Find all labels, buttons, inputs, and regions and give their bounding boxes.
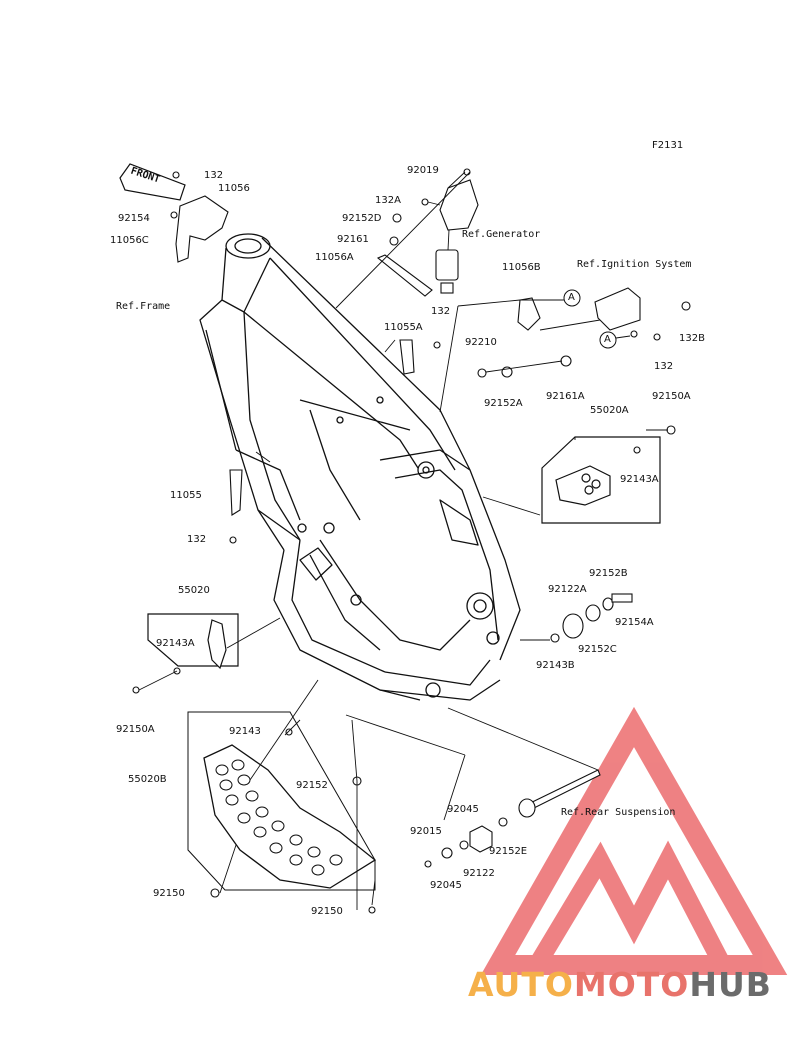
ref-generator-label: Ref.Generator <box>462 229 541 240</box>
part-label: 92143A <box>156 638 195 649</box>
part-label: 55020 <box>178 585 210 596</box>
watermark-part3: HUB <box>689 965 772 1004</box>
part-label: 92045 <box>430 880 462 891</box>
part-label: 92152A <box>484 398 523 409</box>
part-label: 92152B <box>589 568 628 579</box>
part-label: 92015 <box>410 826 442 837</box>
part-label: 92143B <box>536 660 575 671</box>
part-label: 11056B <box>502 262 541 273</box>
part-label: 132 <box>654 361 674 372</box>
page-code: F2131 <box>652 140 684 151</box>
callout-a <box>563 289 617 349</box>
part-label: 132 <box>204 170 224 181</box>
part-label: 92154A <box>615 617 654 628</box>
callout-letter: A <box>568 292 575 303</box>
part-label: 132 <box>431 306 451 317</box>
part-label: 92161A <box>546 391 585 402</box>
part-label: 92143A <box>620 474 659 485</box>
front-arrow-icon <box>119 163 186 201</box>
part-label: 92122A <box>548 584 587 595</box>
part-label: 92143 <box>229 726 261 737</box>
part-label: 92210 <box>465 337 497 348</box>
ref-ignition-label: Ref.Ignition System <box>577 259 692 270</box>
hardware-parts <box>132 168 691 914</box>
part-label: 92150 <box>311 906 343 917</box>
part-label: 132 <box>187 534 207 545</box>
part-label: 92150A <box>652 391 691 402</box>
frame-guard-left <box>147 613 239 670</box>
part-label: 11055 <box>170 490 202 501</box>
part-label: 92152E <box>489 846 528 857</box>
part-label: 92152D <box>342 213 382 224</box>
part-label: 11055A <box>384 322 423 333</box>
skid-plate <box>187 711 377 891</box>
part-label: 92122 <box>463 868 495 879</box>
main-frame <box>199 233 521 701</box>
frame-guard-right <box>541 436 661 524</box>
watermark-text: AUTOMOTOHUB <box>468 965 772 1004</box>
part-label: 92150 <box>153 888 185 899</box>
part-label: 92152C <box>578 644 617 655</box>
part-label: 132A <box>375 195 401 206</box>
part-label: 55020B <box>128 774 167 785</box>
callout-letter: A <box>604 334 611 345</box>
part-label: 55020A <box>590 405 629 416</box>
part-label: 92161 <box>337 234 369 245</box>
part-label: 11056C <box>110 235 149 246</box>
ref-rear-suspension-label: Ref.Rear Suspension <box>561 807 676 818</box>
part-label: 92019 <box>407 165 439 176</box>
part-label: 92045 <box>447 804 479 815</box>
leader-lines <box>138 171 668 910</box>
part-label: 11056A <box>315 252 354 263</box>
part-label: 132B <box>679 333 705 344</box>
part-label: 92150A <box>116 724 155 735</box>
watermark-part2: MOTO <box>573 965 690 1004</box>
part-label: 11056 <box>218 183 250 194</box>
part-label: 92152 <box>296 780 328 791</box>
part-label: 92154 <box>118 213 150 224</box>
watermark-logo-icon <box>480 706 788 975</box>
ref-frame-label: Ref.Frame <box>116 301 171 312</box>
watermark-part1: AUTO <box>468 965 574 1004</box>
